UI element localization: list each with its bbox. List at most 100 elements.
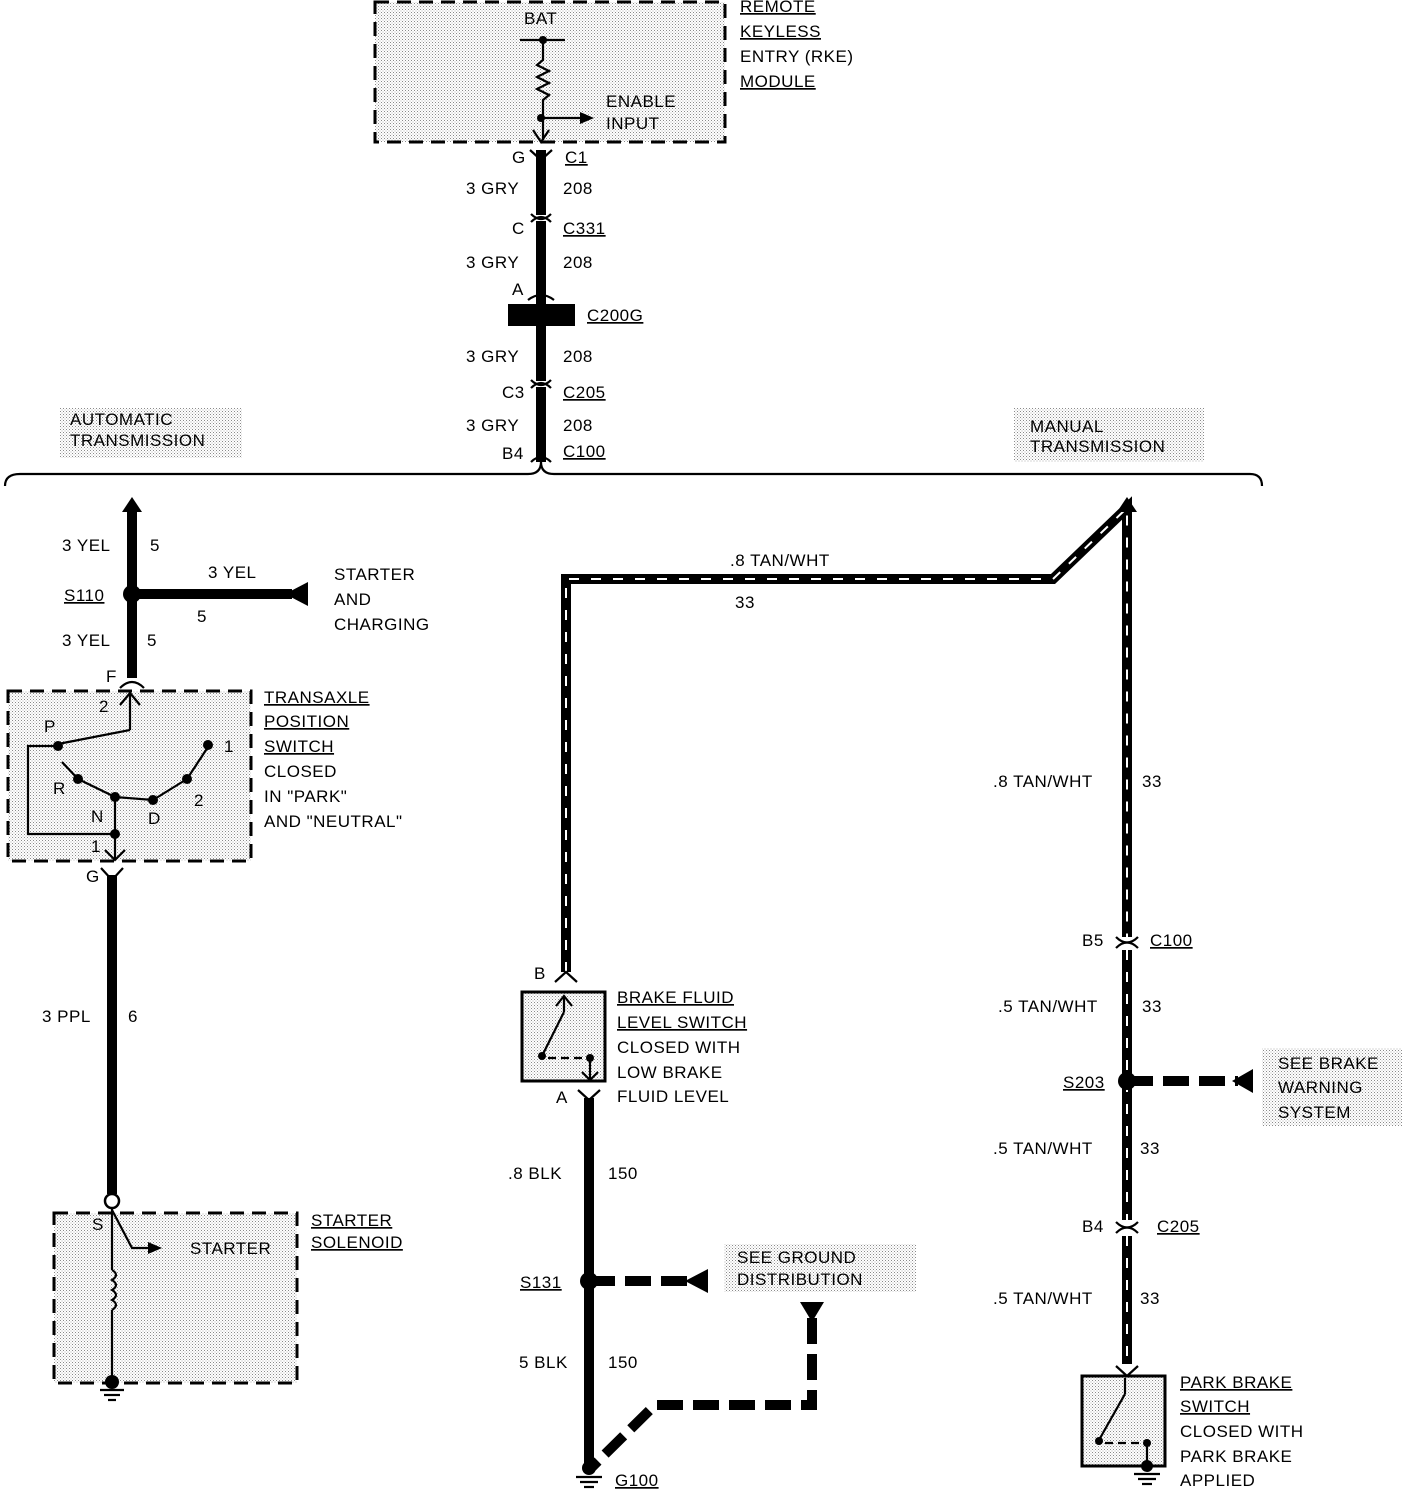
rke-module: BAT ENABLE INPUT REMOTE KEYLESS ENTRY (R… [373,0,853,144]
pin-b4-c100: B4 [502,444,524,463]
pin-b4-manual: B4 [1082,1217,1104,1236]
see-brake-line-3: SYSTEM [1278,1103,1351,1122]
c205-label-top: C205 [563,383,606,402]
transaxle-line-5: IN "PARK" [264,787,347,806]
brake-fluid-line-4: LOW BRAKE [617,1063,723,1082]
park-brake-line-5: APPLIED [1180,1471,1255,1490]
transaxle-line-1: TRANSAXLE [264,688,370,707]
transaxle-switch-box [6,689,253,863]
c5-mid-label: 5 [147,631,157,650]
c205-label-manual: C205 [1157,1217,1200,1236]
pin-g-transaxle: G [86,867,100,886]
sw-pos-d: D [148,809,161,828]
see-brake-line-1: SEE BRAKE [1278,1054,1379,1073]
sw-pos-1-bottom: 1 [91,837,101,856]
manual-trans-line-2: TRANSMISSION [1030,437,1165,456]
ppl-label: 3 PPL [42,1007,91,1026]
starter-inner-label: STARTER [190,1239,271,1258]
c331-label: C331 [563,219,606,238]
c6-label: 6 [128,1007,138,1026]
c5-branch-label: 5 [197,607,207,626]
c100-label-top: C100 [563,442,606,461]
gry-label-4: 3 GRY [466,416,519,435]
tan-label-3: .5 TAN/WHT [993,1139,1093,1158]
c100-label-manual: C100 [1150,931,1193,950]
starter-solenoid-box [52,1211,299,1385]
gry-label-2: 3 GRY [466,253,519,272]
transaxle-line-4: CLOSED [264,762,337,781]
tan-top-label: .8 TAN/WHT [730,551,830,570]
c150-label-2: 150 [608,1353,638,1372]
wire-208-label-2: 208 [563,253,593,272]
c150-label-1: 150 [608,1164,638,1183]
c33-top-label: 33 [735,593,755,612]
rke-title-line-2: KEYLESS [740,22,821,41]
rke-title-line-1: REMOTE [740,0,816,16]
rke-input-label: INPUT [606,114,660,133]
brake-fluid-line-3: CLOSED WITH [617,1038,741,1057]
starter-charging-2: AND [334,590,371,609]
main-wire-208: G C1 3 GRY 208 C C331 3 GRY 208 A C200G … [466,148,643,463]
c33-label-3: 33 [1140,1139,1160,1158]
park-brake-switch-box [1080,1374,1167,1468]
g100-label: G100 [615,1471,659,1490]
brake-fluid-line-1: BRAKE FLUID [617,988,734,1007]
transaxle-line-2: POSITION [264,712,349,731]
rke-title-line-4: MODULE [740,72,816,91]
rke-bat-label: BAT [524,9,557,28]
c200g-label: C200G [587,306,643,325]
sw-pos-2-top: 2 [99,697,109,716]
pin-g-c1: G [512,148,526,167]
c1-label: C1 [565,148,588,167]
see-brake-line-2: WARNING [1278,1078,1363,1097]
yel-branch-label: 3 YEL [208,563,257,582]
pin-b-brake: B [534,964,546,983]
brake-fluid-circuit: .8 TAN/WHT 33 B BRAKE FLUID LEVEL SWITCH… [508,496,1137,1490]
transmission-bracket: AUTOMATIC TRANSMISSION MANUAL TRANSMISSI… [3,408,1264,487]
starter-charging-1: STARTER [334,565,415,584]
tan-label-2: .5 TAN/WHT [998,997,1098,1016]
starter-charging-3: CHARGING [334,615,430,634]
tan-label-1: .8 TAN/WHT [993,772,1093,791]
c200g-connector [508,304,575,326]
manual-circuit: .8 TAN/WHT 33 B5 C100 .5 TAN/WHT 33 S203… [993,772,1402,1490]
see-ground-line-1: SEE GROUND [737,1248,856,1267]
blk-label-1: .8 BLK [508,1164,562,1183]
gry-label-1: 3 GRY [466,179,519,198]
wire-208-label-3: 208 [563,347,593,366]
park-brake-line-2: SWITCH [1180,1397,1250,1416]
park-brake-line-1: PARK BRAKE [1180,1373,1292,1392]
tan-label-4: .5 TAN/WHT [993,1289,1093,1308]
park-brake-line-4: PARK BRAKE [1180,1447,1292,1466]
sw-pos-2-right: 2 [194,791,204,810]
sw-pos-p: P [44,717,56,736]
pin-a-c200g: A [512,280,524,299]
c33-label-1: 33 [1142,772,1162,791]
pin-c3-c205: C3 [502,383,525,402]
yel-top-label: 3 YEL [62,536,111,555]
auto-trans-line-2: TRANSMISSION [70,431,205,450]
brake-fluid-line-5: FLUID LEVEL [617,1087,729,1106]
solenoid-line-1: STARTER [311,1211,392,1230]
s131-label: S131 [520,1273,562,1292]
solenoid-line-2: SOLENOID [311,1233,403,1252]
pin-b5-label: B5 [1082,931,1104,950]
sw-pos-r: R [53,779,66,798]
sw-pos-n: N [91,807,104,826]
s110-label: S110 [64,586,104,605]
brake-fluid-line-2: LEVEL SWITCH [617,1013,747,1032]
yel-mid-label: 3 YEL [62,631,111,650]
sw-pos-1-right: 1 [224,737,234,756]
auto-trans-line-1: AUTOMATIC [70,410,173,429]
c33-label-2: 33 [1142,997,1162,1016]
auto-circuit: 3 YEL 5 S110 3 YEL 5 STARTER AND CHARGIN… [6,497,430,1402]
c5-top-label: 5 [150,536,160,555]
park-brake-line-3: CLOSED WITH [1180,1422,1304,1441]
s203-label: S203 [1063,1073,1105,1092]
blk-label-2: 5 BLK [519,1353,568,1372]
wire-208-label-4: 208 [563,416,593,435]
c33-label-4: 33 [1140,1289,1160,1308]
manual-trans-line-1: MANUAL [1030,417,1104,436]
pin-a-brake: A [556,1088,568,1107]
